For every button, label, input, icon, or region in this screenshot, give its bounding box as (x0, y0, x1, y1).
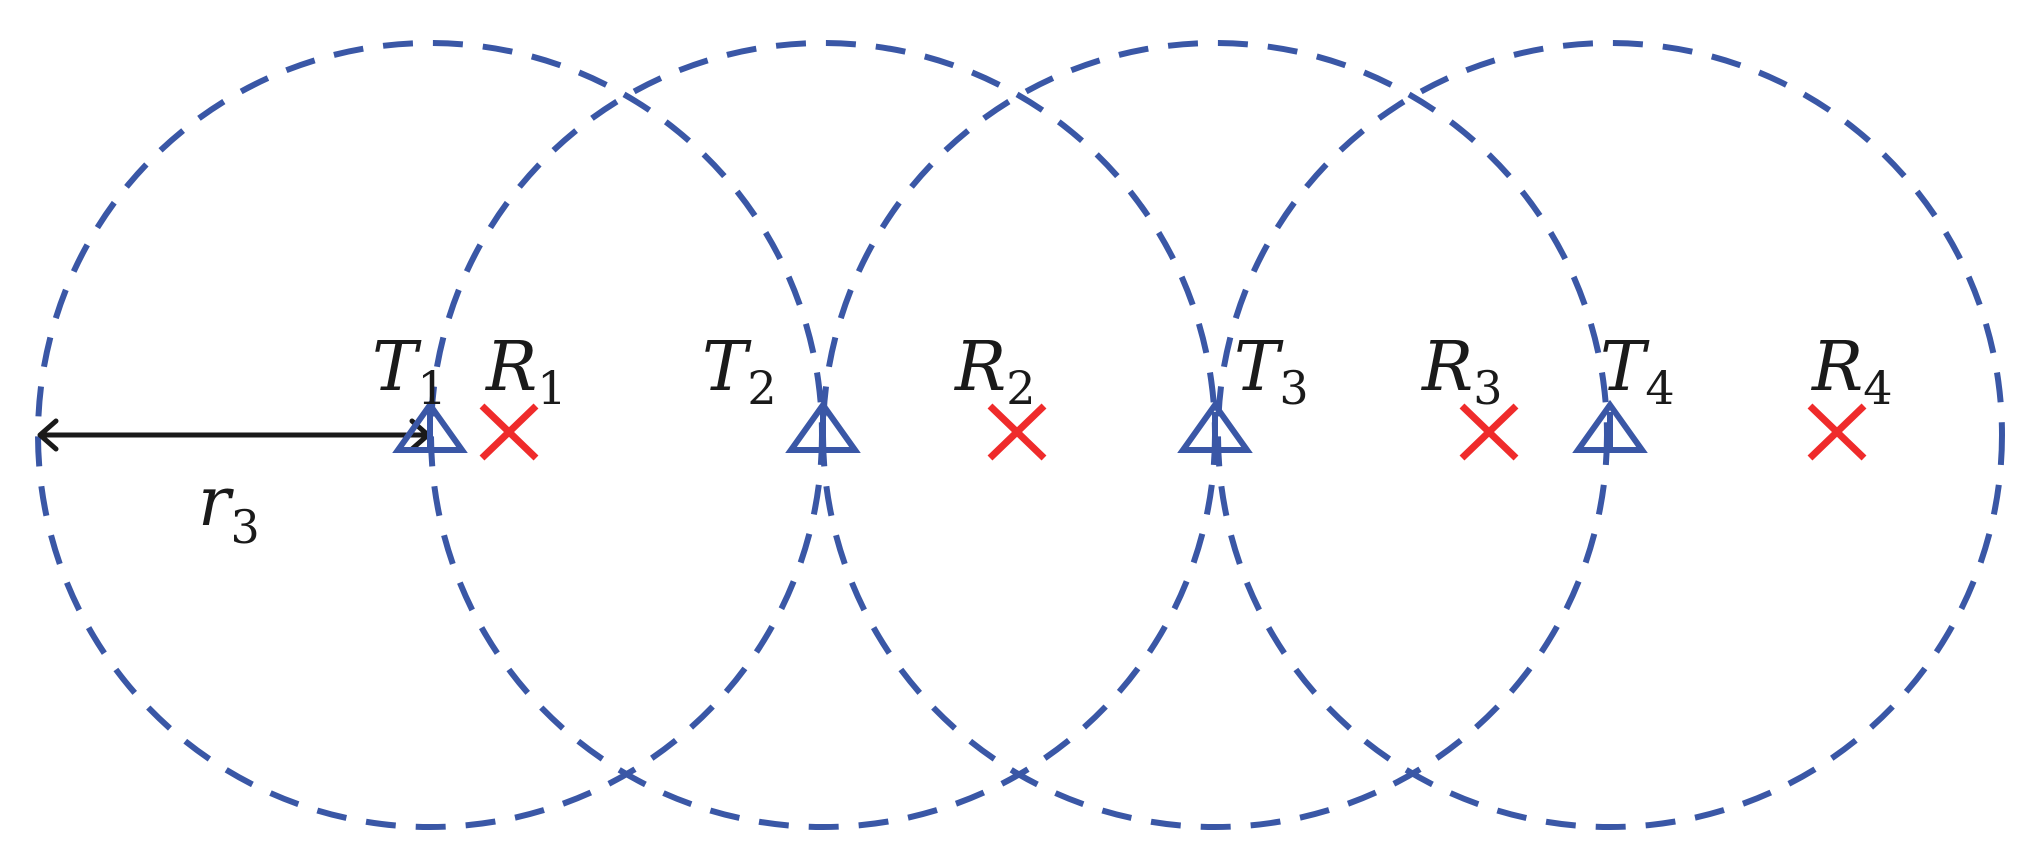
transmitter-icon (785, 399, 861, 453)
receiver-label-2: R2 (953, 328, 1035, 415)
radius-arrowhead-left (37, 418, 59, 452)
transmitter-icon (392, 399, 468, 453)
receiver-labels: R1 R2 R3 R4 (484, 328, 1892, 415)
transmitter-labels: T1 T2 T3 T4 (372, 328, 1675, 415)
transmitter-icon (1572, 399, 1648, 453)
receiver-icon (479, 403, 539, 461)
receiver-label-1: R1 (484, 328, 566, 415)
transmitter-label-2: T2 (702, 328, 777, 415)
coverage-circle-4 (1215, 40, 2005, 830)
transmitter-markers (392, 399, 1648, 453)
receiver-label-3: R3 (1420, 328, 1502, 415)
receiver-markers (479, 403, 1867, 461)
transmitter-label-4: T4 (1600, 328, 1675, 415)
transmitter-label-1: T1 (372, 328, 447, 415)
receiver-icon (1459, 403, 1519, 461)
radius-label: r3 (198, 463, 260, 554)
radius-arrow (37, 418, 431, 452)
transmitter-icon (1177, 399, 1253, 453)
receiver-label-4: R4 (1810, 328, 1892, 415)
receiver-icon (987, 403, 1047, 461)
receiver-icon (1807, 403, 1867, 461)
transmitter-label-3: T3 (1234, 328, 1309, 415)
